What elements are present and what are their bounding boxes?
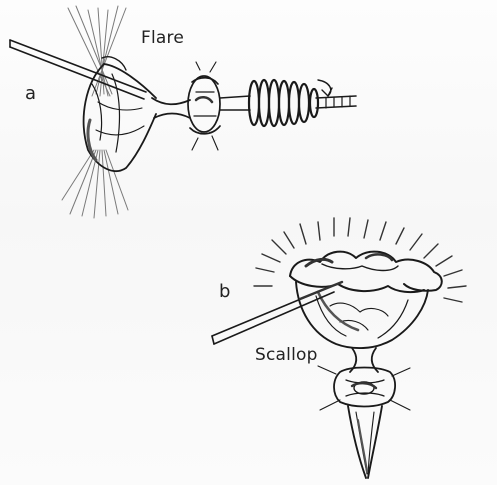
shaft-a <box>220 96 250 110</box>
tapering-spike-b <box>348 406 382 478</box>
flare-caption: Flare <box>141 28 184 48</box>
scalloped-rim-b <box>290 252 442 292</box>
fibre-lines-top <box>68 6 126 96</box>
stem-a <box>152 98 190 118</box>
panel-a-letter: a <box>25 83 36 104</box>
shaft-tip-a <box>316 80 356 108</box>
knot-joint-a <box>188 62 220 150</box>
scallop-caption: Scallop <box>255 345 318 365</box>
panel-b-drawing <box>212 218 466 478</box>
panel-b-letter: b <box>219 281 231 302</box>
knot-joint-b <box>318 366 410 410</box>
coil-spring-a <box>249 80 318 126</box>
